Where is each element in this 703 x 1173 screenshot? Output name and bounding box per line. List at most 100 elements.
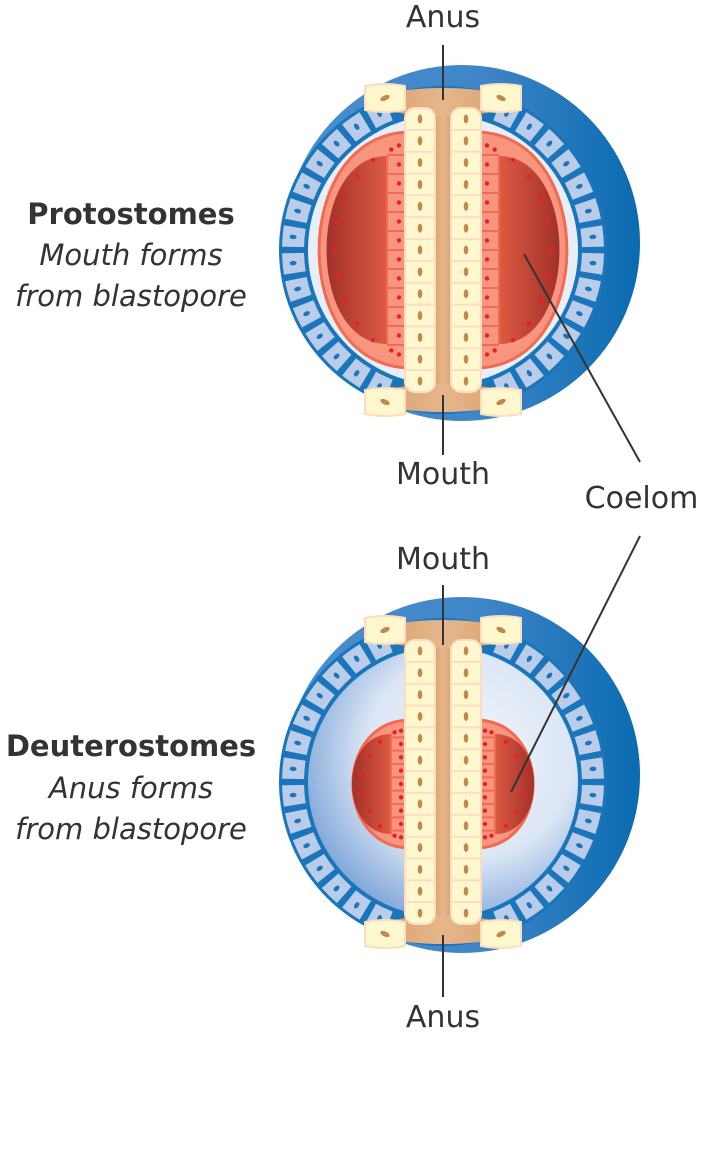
mesoderm-nucleus — [361, 772, 366, 777]
lip-cell-nucleus — [380, 398, 390, 406]
endoderm-nucleus — [463, 821, 469, 831]
coelom-label: Coelom — [584, 481, 699, 516]
endoderm-nucleus — [463, 223, 469, 233]
deuterostomes-subtitle-line2: from blastopore — [15, 812, 247, 846]
mesoderm-nucleus — [520, 791, 525, 796]
ectoderm-nucleus — [563, 692, 570, 699]
ectoderm-nucleus — [289, 766, 297, 772]
mesoderm-nucleus — [377, 739, 383, 745]
ectoderm-nucleus — [584, 740, 592, 746]
mesoderm-nucleus — [396, 143, 402, 148]
mesoderm-nucleus — [482, 821, 488, 827]
endoderm-nucleus — [463, 201, 469, 211]
mesoderm-nucleus — [482, 795, 488, 800]
ectoderm-nucleus — [589, 766, 597, 772]
ectoderm-nucleus — [353, 655, 360, 662]
endoderm-nucleus — [417, 136, 423, 146]
endoderm-nucleus — [417, 114, 423, 124]
mesoderm-nucleus — [396, 238, 402, 243]
endoderm-nucleus — [463, 114, 469, 124]
mesoderm-nucleus — [484, 314, 490, 319]
mesoderm-nucleus — [482, 835, 488, 840]
endoderm-nucleus — [463, 179, 469, 189]
ectoderm-nucleus — [303, 183, 310, 189]
mesoderm-nucleus — [548, 247, 554, 253]
mesoderm-nucleus — [367, 809, 372, 814]
ectoderm-nucleus — [584, 208, 592, 214]
endoderm-nucleus — [463, 777, 469, 787]
mesoderm-nucleus — [396, 295, 402, 300]
mesoderm-nucleus — [538, 195, 544, 201]
ectoderm-nucleus — [289, 792, 297, 798]
coelom-leader-line-lower — [510, 535, 641, 793]
mesoderm-nucleus — [503, 739, 509, 745]
endoderm-nucleus — [417, 332, 423, 342]
endoderm-nucleus — [463, 864, 469, 874]
endoderm-nucleus — [463, 136, 469, 146]
ectoderm-nucleus — [303, 715, 310, 721]
ectoderm-nucleus — [563, 865, 570, 872]
ectoderm-nucleus — [584, 286, 592, 292]
endoderm-nucleus — [417, 223, 423, 233]
mesoderm-nucleus — [398, 808, 404, 813]
ectoderm-nucleus — [289, 260, 297, 266]
endoderm-nucleus — [417, 179, 423, 189]
mesoderm-nucleus — [342, 195, 348, 201]
mesoderm-nucleus — [514, 809, 519, 814]
top-label-protostome: Anus — [405, 0, 481, 35]
lip-cell-nucleus — [496, 398, 506, 406]
ectoderm-nucleus — [526, 123, 533, 130]
mesoderm-nucleus — [482, 728, 488, 733]
mesoderm-nucleus — [526, 174, 532, 179]
endoderm-nucleus — [463, 354, 469, 364]
protostomes-subtitle-line1: Mouth forms — [39, 238, 223, 272]
protostomes-title: Protostomes — [27, 197, 235, 231]
coelom-left — [352, 734, 391, 834]
mesoderm-nucleus — [377, 823, 383, 829]
endoderm-nucleus — [463, 733, 469, 743]
ectoderm-nucleus — [303, 311, 310, 317]
mesoderm-nucleus — [482, 768, 488, 773]
mesoderm-nucleus — [484, 200, 490, 205]
ectoderm-nucleus — [576, 311, 583, 317]
endoderm-nucleus — [417, 158, 423, 168]
ectoderm-nucleus — [353, 123, 360, 130]
ectoderm-nucleus — [546, 885, 553, 892]
lip-cell-nucleus — [496, 94, 506, 102]
mesoderm-nucleus — [482, 755, 488, 760]
mesoderm-nucleus — [396, 200, 402, 205]
ectoderm-nucleus — [563, 160, 570, 167]
mesoderm-nucleus — [354, 321, 360, 326]
mesoderm-nucleus — [514, 754, 519, 759]
mesoderm-nucleus — [370, 157, 376, 163]
endoderm-nucleus — [463, 376, 469, 386]
mesoderm-nucleus — [484, 143, 490, 148]
ectoderm-nucleus — [526, 370, 533, 377]
mesoderm-nucleus — [396, 276, 402, 281]
mesoderm-nucleus — [398, 795, 404, 800]
mesoderm-nucleus — [510, 337, 516, 343]
mesoderm-nucleus — [484, 295, 490, 300]
ectoderm-nucleus — [316, 333, 323, 340]
ectoderm-nucleus — [576, 183, 583, 189]
endoderm-nucleus — [417, 201, 423, 211]
mesoderm-nucleus — [503, 823, 509, 829]
mesoderm-nucleus — [484, 181, 490, 186]
bottom-label-protostome: Mouth — [395, 457, 491, 492]
mesoderm-nucleus — [389, 348, 394, 353]
mesoderm-nucleus — [361, 791, 366, 796]
coelom-left — [326, 156, 387, 344]
mesoderm-nucleus — [484, 219, 490, 224]
mesoderm-nucleus — [332, 247, 338, 253]
endoderm-nucleus — [463, 908, 469, 918]
endoderm-nucleus — [417, 886, 423, 896]
mesoderm-nucleus — [396, 333, 402, 338]
endoderm-nucleus — [417, 289, 423, 299]
lip-cell-nucleus — [496, 930, 506, 938]
ectoderm-nucleus — [333, 885, 340, 892]
endoderm-nucleus — [417, 843, 423, 853]
archenteron — [433, 625, 453, 939]
mesoderm-nucleus — [489, 730, 494, 735]
mesoderm-nucleus — [398, 781, 404, 787]
lip-cell-nucleus — [496, 626, 506, 634]
